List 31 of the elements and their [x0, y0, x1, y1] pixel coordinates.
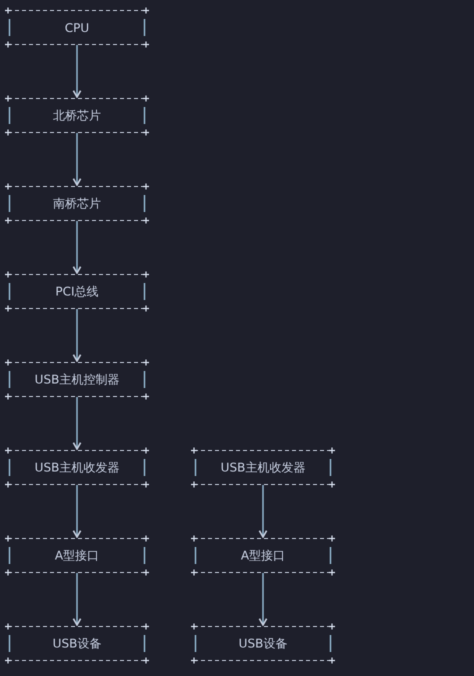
- arrow: [72, 45, 82, 98]
- process-box: [8, 362, 146, 397]
- arrow: [72, 573, 82, 626]
- box-label: USB主机收发器: [34, 459, 120, 476]
- box-label: PCI总线: [54, 283, 100, 300]
- box-label: 北桥芯片: [52, 107, 102, 124]
- box-label: CPU: [64, 20, 90, 34]
- box-label: USB主机收发器: [220, 459, 306, 476]
- process-box: [8, 538, 146, 573]
- box-label: A型接口: [240, 547, 286, 564]
- arrow: [258, 485, 268, 538]
- arrow: [258, 573, 268, 626]
- process-box: [194, 538, 332, 573]
- process-box: [8, 10, 146, 45]
- process-box: [8, 98, 146, 133]
- process-box: [8, 186, 146, 221]
- box-label: USB设备: [52, 635, 102, 652]
- process-box: [194, 450, 332, 485]
- process-box: [8, 274, 146, 309]
- box-label: A型接口: [54, 547, 100, 564]
- arrow: [72, 221, 82, 274]
- process-box: [194, 626, 332, 661]
- arrow: [72, 133, 82, 186]
- arrow: [72, 397, 82, 450]
- box-label: 南桥芯片: [52, 195, 102, 212]
- box-label: USB设备: [238, 635, 288, 652]
- arrow: [72, 485, 82, 538]
- process-box: [8, 450, 146, 485]
- box-label: USB主机控制器: [34, 371, 120, 388]
- process-box: [8, 626, 146, 661]
- arrow: [72, 309, 82, 362]
